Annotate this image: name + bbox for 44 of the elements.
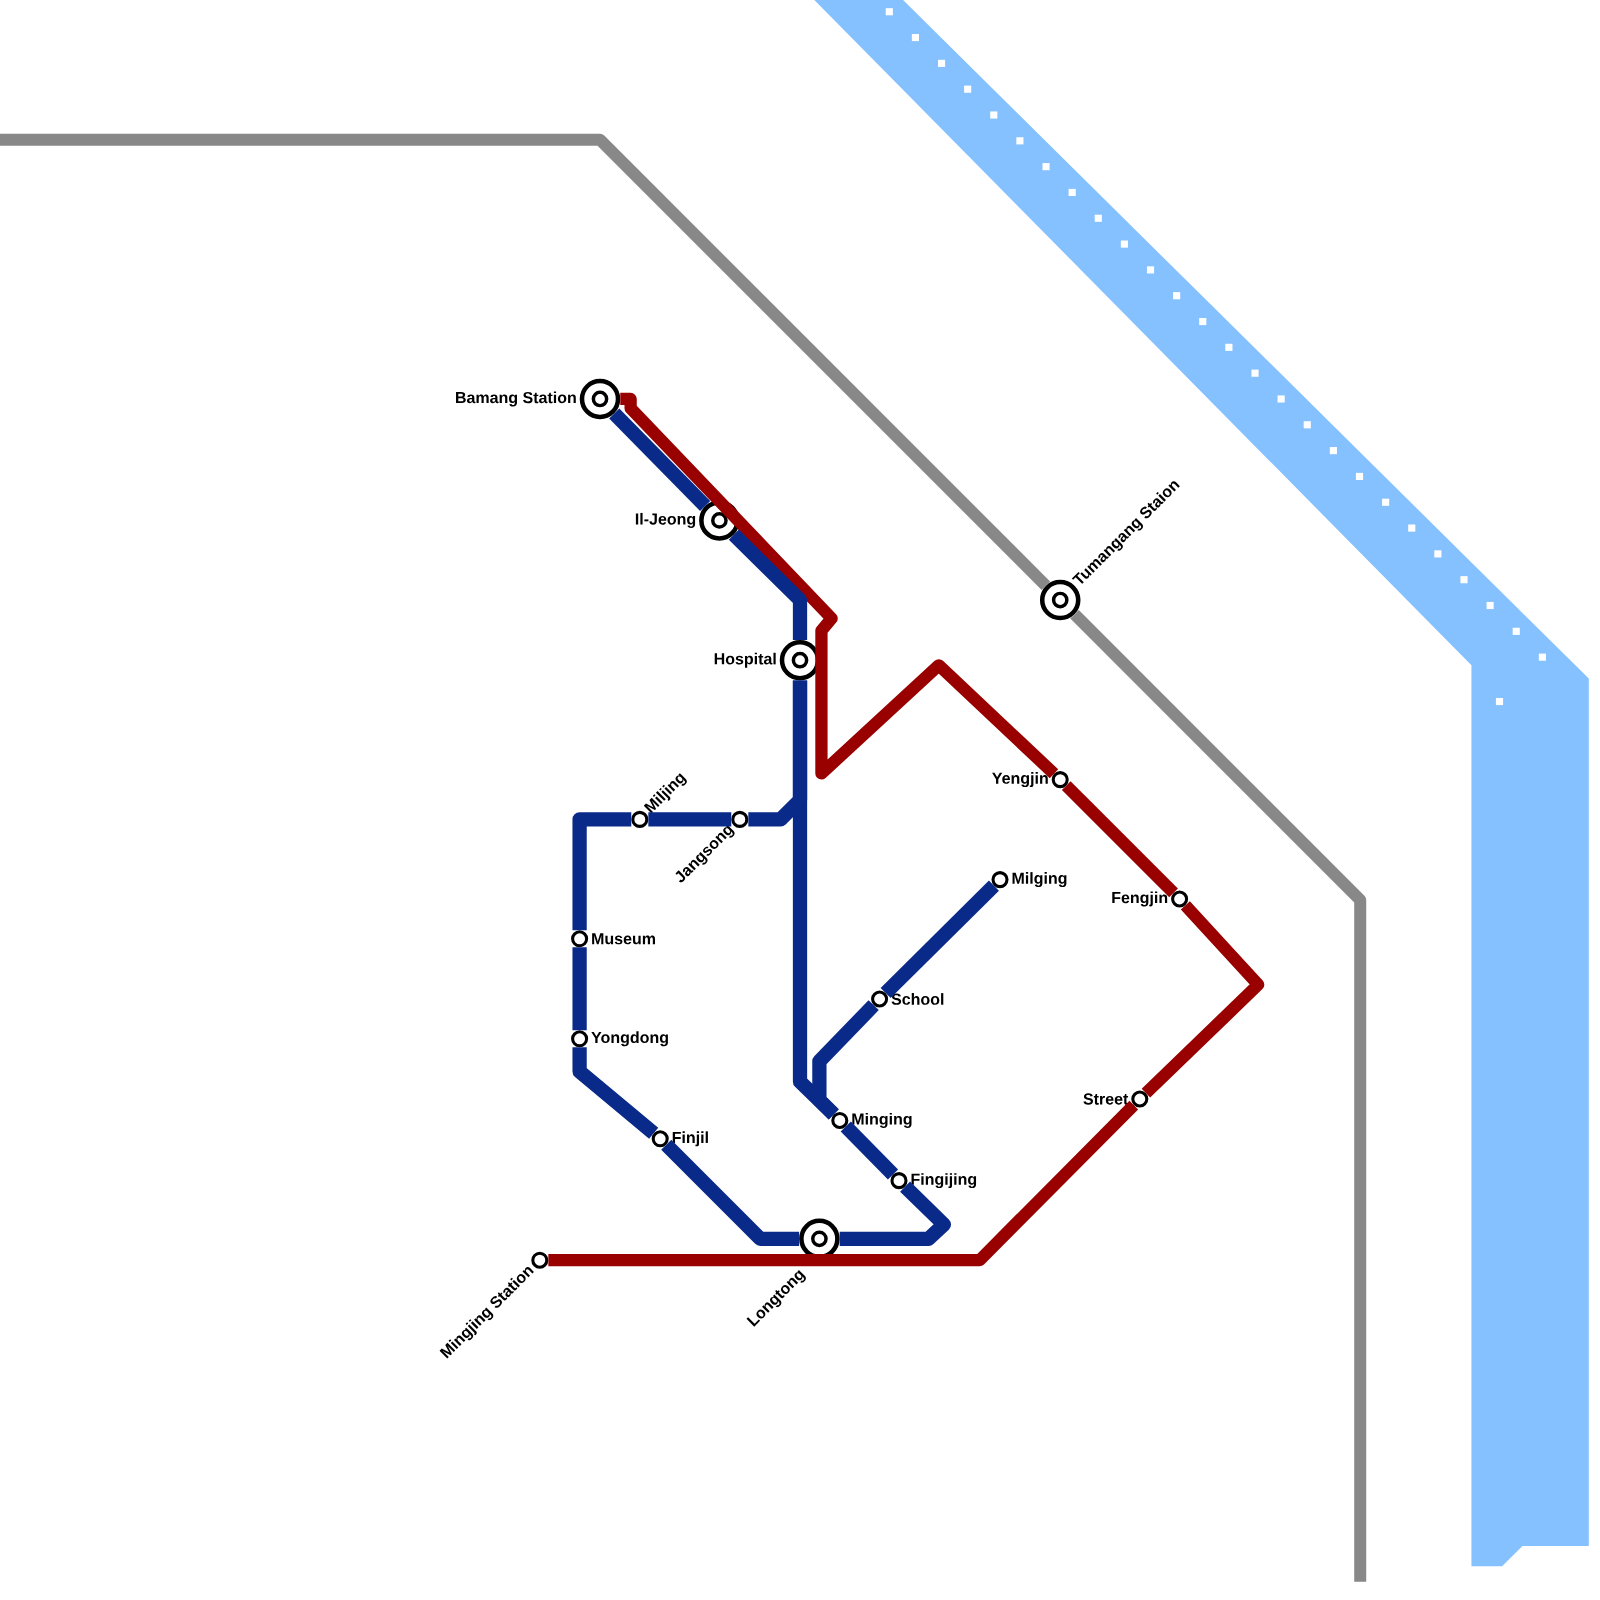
node-label: Hospital <box>714 652 776 668</box>
metro-line <box>548 1100 1139 1267</box>
metro-line <box>609 408 711 511</box>
interchange-station: Hospital <box>714 639 821 681</box>
metro-line <box>572 812 632 931</box>
station: Fengjin <box>1112 890 1189 908</box>
node-label: School <box>891 993 944 1005</box>
metro-line <box>880 880 999 999</box>
node-label: Fengjin <box>1112 891 1168 907</box>
metro-line <box>648 812 732 827</box>
station: Milging <box>991 871 1067 889</box>
station: Minging <box>831 1111 912 1129</box>
metro-line <box>839 1181 952 1246</box>
station: Yongdong <box>571 1030 668 1048</box>
station: Yengjin <box>992 771 1069 789</box>
metro-line <box>840 1121 899 1180</box>
node-label: Bamang Station <box>456 391 576 407</box>
interchange-station: Il-Jeong <box>635 500 740 541</box>
station: Museum <box>571 930 655 948</box>
node-label: Yongdong <box>591 1031 668 1047</box>
node-label: Fingijing <box>911 1173 977 1189</box>
metro-line <box>812 1000 879 1120</box>
station: Finjil <box>651 1130 708 1148</box>
interchange-station: Bamang Station <box>456 378 621 420</box>
station: School <box>871 990 944 1008</box>
metro-line <box>620 392 1059 780</box>
metro-line <box>748 680 808 827</box>
metro-line <box>572 947 587 1031</box>
node-label: Museum <box>592 933 655 945</box>
station: Street <box>1083 1090 1149 1108</box>
station: Fingijing <box>890 1172 977 1190</box>
railway-line <box>0 133 1051 590</box>
metro-line <box>1061 781 1178 898</box>
node-label: Finjil <box>672 1131 708 1147</box>
railway-line <box>1070 610 1367 1582</box>
node-label: Milging <box>1012 872 1067 888</box>
node-label: Street <box>1083 1093 1129 1105</box>
metro-line <box>661 1139 800 1246</box>
node-label: Yengjin <box>992 772 1048 788</box>
metro-line <box>728 529 808 640</box>
node-label: Il-Jeong <box>635 512 696 528</box>
node-label: Minging <box>852 1112 912 1128</box>
metro-line <box>1141 901 1265 1098</box>
metro-line <box>572 1047 659 1139</box>
